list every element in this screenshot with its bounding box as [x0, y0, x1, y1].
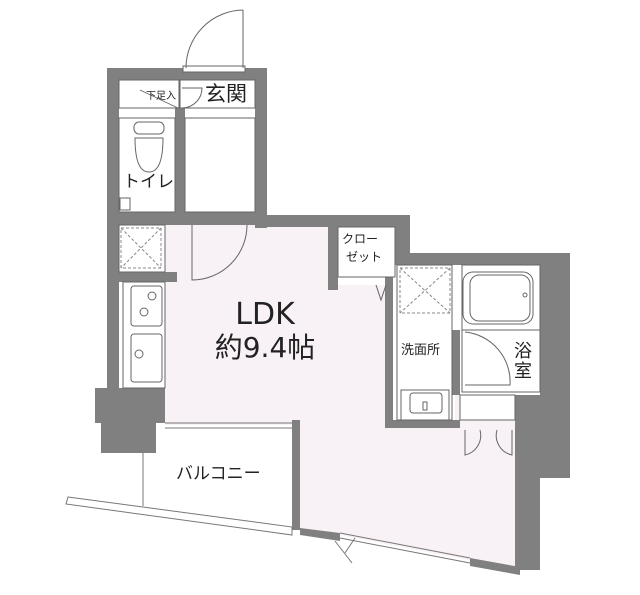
closet-door-right: [495, 429, 513, 456]
closet-opening-mark: [375, 284, 387, 302]
walls: [95, 68, 570, 575]
toilet-fixture: [119, 121, 165, 211]
toilet-label: トイレ: [123, 172, 174, 192]
ldk-area-label: 約9.4帖: [214, 331, 316, 364]
bathroom-label-line1: 浴: [514, 341, 532, 362]
washbasin: [400, 389, 450, 421]
kitchen-fixtures: [130, 285, 163, 383]
closet-label-line2: ゼット: [346, 250, 383, 264]
shoe-box-label: 下足入: [146, 91, 176, 102]
ldk-door: [191, 224, 248, 281]
washroom-label: 洗面所: [401, 343, 441, 358]
ldk-label: LDK: [235, 297, 295, 332]
entrance-label: 玄関: [205, 82, 247, 106]
entrance-door: [182, 9, 246, 73]
balcony-label: バルコニー: [176, 464, 261, 484]
balcony-outline: [65, 422, 471, 564]
bathroom-label-line2: 室: [514, 361, 532, 382]
ldk-floor: [165, 225, 520, 570]
closet-label-line1: クロー: [342, 232, 379, 246]
storage-boxes: [120, 227, 451, 314]
genkan-step: [181, 87, 203, 109]
closet-door-left: [464, 429, 482, 456]
bath-door: [464, 331, 511, 386]
bathtub: [462, 271, 534, 325]
